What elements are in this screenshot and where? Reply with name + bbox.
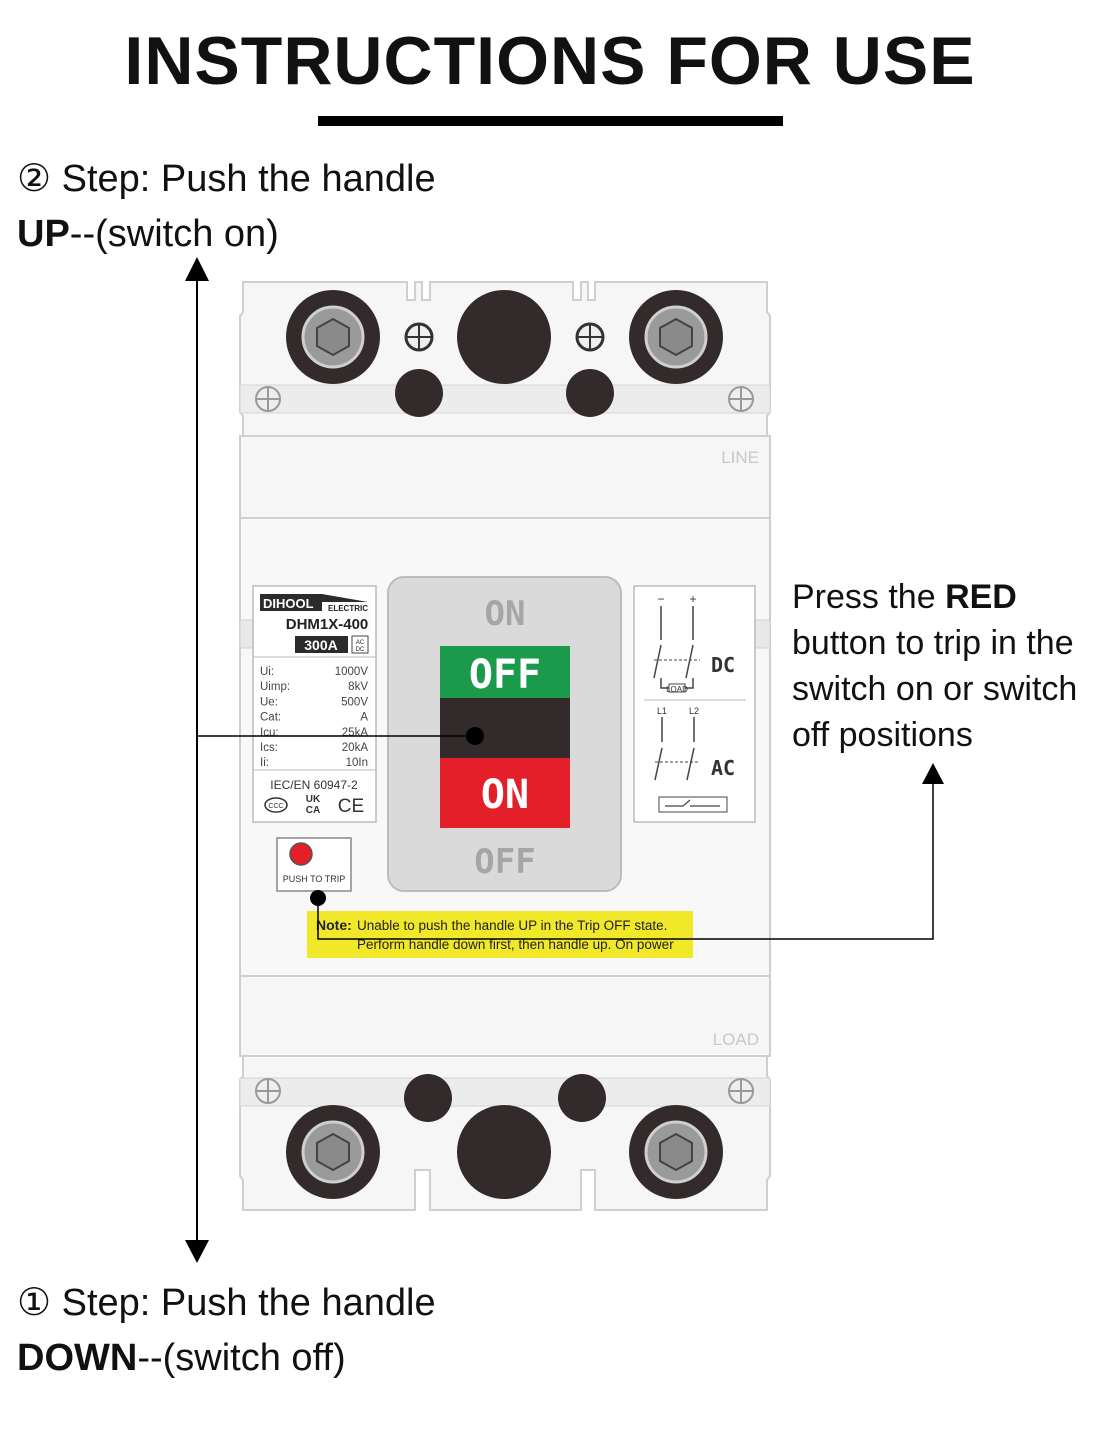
spec-key: Cat: bbox=[260, 712, 281, 724]
ce-mark-icon: CE bbox=[338, 796, 364, 817]
brand-sub: ELECTRIC bbox=[328, 604, 368, 613]
spec-value: 20kA bbox=[342, 742, 369, 754]
screw-icon bbox=[255, 1078, 281, 1104]
step-2-text: Step: Push the handle bbox=[51, 158, 436, 200]
step-1-instruction: ① Step: Push the handle DOWN--(switch of… bbox=[17, 1276, 436, 1386]
terminal-bolt-icon bbox=[629, 1105, 723, 1199]
svg-text:DC: DC bbox=[356, 647, 365, 653]
handle-off-green: OFF bbox=[469, 652, 541, 698]
step-2-suffix: --(switch on) bbox=[69, 213, 279, 256]
spec-key: Uimp: bbox=[260, 681, 290, 693]
push-to-trip-box: PUSH TO TRIP bbox=[276, 837, 352, 892]
ac-label: AC bbox=[711, 756, 735, 780]
trip-prefix: Press the bbox=[792, 578, 946, 616]
spec-key: Ii: bbox=[260, 757, 269, 769]
trip-instruction: Press the RED button to trip in the swit… bbox=[792, 574, 1077, 758]
note-label: Note: bbox=[316, 917, 352, 933]
l1-label: L1 bbox=[657, 706, 667, 716]
up-down-arrow bbox=[185, 257, 209, 1263]
spec-value: 8kV bbox=[348, 681, 368, 693]
step-2-number: ② bbox=[17, 158, 52, 200]
wiring-diagram: − + LOAD DC L1 L2 AC bbox=[633, 585, 756, 823]
svg-text:CA: CA bbox=[306, 805, 320, 816]
step-1-direction: DOWN bbox=[17, 1337, 138, 1380]
trip-callout-line bbox=[310, 763, 944, 940]
red-trip-button[interactable] bbox=[289, 842, 313, 866]
step-2-direction: UP bbox=[17, 213, 70, 256]
step-1-number: ① bbox=[17, 1282, 52, 1324]
spec-value: 500V bbox=[341, 696, 368, 708]
page-title: INSTRUCTIONS FOR USE bbox=[124, 23, 976, 99]
note-line-2: Perform handle down first, then handle u… bbox=[357, 937, 674, 952]
svg-text:UK: UK bbox=[306, 794, 321, 805]
step-1-text: Step: Push the handle bbox=[51, 1282, 436, 1324]
trip-red-emphasis: RED bbox=[945, 578, 1017, 616]
dc-plus-label: + bbox=[689, 592, 696, 606]
trip-line-3: off positions bbox=[792, 716, 973, 754]
step-1-suffix: --(switch off) bbox=[137, 1337, 346, 1380]
handle-lever bbox=[440, 698, 570, 758]
mounting-hole-icon bbox=[566, 369, 614, 417]
screw-icon bbox=[404, 322, 434, 352]
current-rating: 300A bbox=[304, 637, 337, 653]
line-label: LINE bbox=[721, 448, 759, 467]
title-underline bbox=[318, 116, 783, 126]
spec-key: Ue: bbox=[260, 696, 278, 708]
trip-line-2: switch on or switch bbox=[792, 670, 1078, 708]
model-number: DHM1X-400 bbox=[286, 616, 369, 633]
mounting-hole-icon bbox=[395, 369, 443, 417]
note-banner: Note: Unable to push the handle UP in th… bbox=[307, 911, 693, 958]
screw-icon bbox=[728, 1078, 754, 1104]
ukca-mark-icon: UK CA bbox=[306, 794, 321, 816]
spec-value: 1000V bbox=[335, 666, 369, 678]
push-to-trip-label: PUSH TO TRIP bbox=[283, 874, 346, 884]
terminal-bolt-icon bbox=[286, 1105, 380, 1199]
spec-key: Ics: bbox=[260, 742, 278, 754]
dc-minus-label: − bbox=[657, 592, 664, 606]
breaker-handle: ON OFF ON OFF bbox=[387, 576, 622, 892]
mounting-hole-icon bbox=[558, 1074, 606, 1122]
mounting-hole-icon bbox=[404, 1074, 452, 1122]
l2-label: L2 bbox=[689, 706, 699, 716]
dc-label: DC bbox=[711, 653, 735, 677]
handle-on-red: ON bbox=[481, 772, 529, 818]
handle-callout-line bbox=[197, 727, 484, 745]
ccc-mark-icon: CCC bbox=[264, 797, 288, 813]
standard-text: IEC/EN 60947-2 bbox=[270, 778, 358, 792]
rating-label: DIHOOL ELECTRIC DHM1X-400 300A AC DC Ui:… bbox=[252, 585, 377, 823]
svg-text:AC: AC bbox=[356, 640, 365, 646]
spec-key: Ui: bbox=[260, 666, 274, 678]
spec-value: A bbox=[360, 712, 368, 724]
screw-icon bbox=[255, 386, 281, 412]
load-label: LOAD bbox=[713, 1030, 759, 1049]
trip-line-1: button to trip in the bbox=[792, 624, 1074, 662]
diagram-load-label: LOAD bbox=[666, 685, 688, 694]
svg-text:CCC: CCC bbox=[268, 803, 283, 810]
note-line-1: Unable to push the handle UP in the Trip… bbox=[357, 918, 667, 933]
handle-bottom-off: OFF bbox=[474, 842, 535, 882]
terminal-bolt-icon bbox=[286, 290, 380, 384]
handle-top-on: ON bbox=[485, 594, 526, 634]
screw-icon bbox=[575, 322, 605, 352]
terminal-hole-icon bbox=[457, 290, 551, 384]
spec-key: Icu: bbox=[260, 727, 279, 739]
brand-name: DIHOOL bbox=[263, 596, 314, 611]
terminal-hole-icon bbox=[457, 1105, 551, 1199]
spec-value: 10In bbox=[346, 757, 368, 769]
spec-value: 25kA bbox=[342, 727, 369, 739]
screw-icon bbox=[728, 386, 754, 412]
step-2-instruction: ② Step: Push the handle UP--(switch on) bbox=[17, 152, 436, 262]
terminal-bolt-icon bbox=[629, 290, 723, 384]
